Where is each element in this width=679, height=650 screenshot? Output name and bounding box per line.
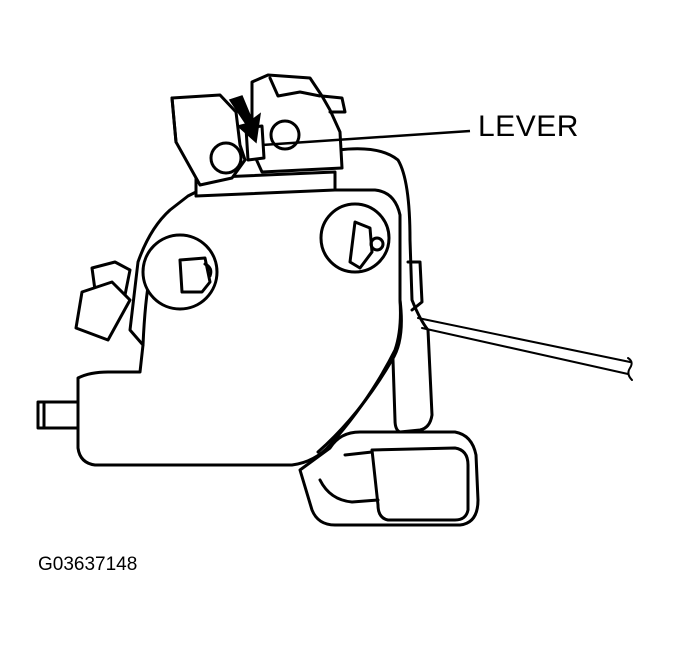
left-post bbox=[36, 400, 80, 430]
figure-id: G03637148 bbox=[38, 554, 138, 575]
callout-label-lever: LEVER bbox=[478, 110, 579, 143]
left-tab bbox=[74, 260, 132, 342]
callout-leader bbox=[261, 129, 471, 147]
release-cable bbox=[417, 317, 633, 381]
top-plate bbox=[170, 73, 347, 198]
lever bbox=[228, 95, 266, 162]
mounting-hole-left bbox=[141, 233, 219, 311]
release-pad bbox=[298, 430, 480, 527]
mounting-hole-right bbox=[319, 202, 391, 274]
